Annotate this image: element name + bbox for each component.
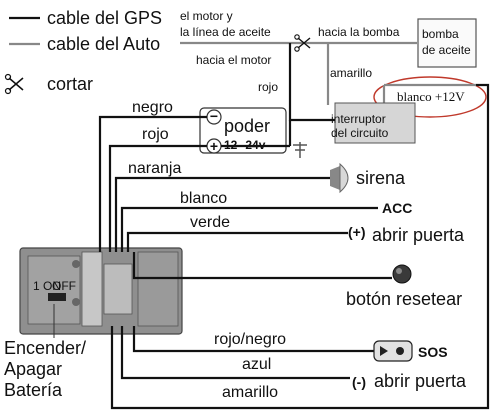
to-pump-label: hacia la bomba bbox=[318, 25, 400, 39]
open-door-minus-label: abrir puerta bbox=[374, 371, 467, 391]
motor-oil-label-1: el motor y bbox=[180, 9, 233, 23]
red-black-gps-wire bbox=[132, 326, 374, 353]
green-wire-label: verde bbox=[190, 214, 230, 231]
sos-arrow-icon bbox=[380, 346, 388, 356]
battery-label-1: Encender/ bbox=[4, 338, 86, 358]
to-motor-label: hacia el motor bbox=[196, 53, 271, 67]
black-wire-label: negro bbox=[132, 99, 173, 116]
oil-pump-box bbox=[417, 18, 477, 68]
oil-pump-label-1: bomba bbox=[422, 27, 459, 41]
yellow-wire-label: amarillo bbox=[222, 384, 278, 401]
orange-wire-label: naranja bbox=[128, 160, 181, 177]
siren-label: sirena bbox=[356, 168, 406, 188]
reset-button-icon[interactable] bbox=[392, 264, 412, 284]
oil-pump-label-2: de aceite bbox=[422, 43, 471, 57]
legend-auto-label: cable del Auto bbox=[47, 34, 160, 54]
scissors-icon bbox=[4, 73, 24, 95]
power-minus-sign: − bbox=[210, 108, 218, 124]
circuit-breaker-box bbox=[334, 102, 416, 144]
switch-on-label: 1 ON bbox=[33, 279, 61, 293]
breaker-label-2: del circuito bbox=[331, 126, 389, 140]
switch-off-label: OFF bbox=[52, 279, 76, 293]
breaker-label-1: interruptor bbox=[331, 112, 386, 126]
battery-label-2: Apagar bbox=[4, 359, 62, 379]
power-label: poder bbox=[224, 116, 270, 136]
orange-gps-wire bbox=[114, 176, 330, 252]
black-gps-wire bbox=[98, 115, 207, 252]
sos-dot-icon bbox=[396, 347, 404, 355]
power-block bbox=[199, 107, 287, 154]
yellow-gps-wire bbox=[110, 83, 490, 410]
blue-wire-label: azul bbox=[242, 356, 271, 373]
power-plus-sign: + bbox=[210, 138, 218, 154]
sos-button[interactable] bbox=[373, 340, 413, 362]
legend-gps-label: cable del GPS bbox=[47, 8, 162, 28]
white-wire-label: blanco bbox=[180, 190, 227, 207]
sos-label: SOS bbox=[418, 344, 448, 360]
red-wire-label: rojo bbox=[142, 126, 169, 143]
motor-oil-label-2: la línea de aceite bbox=[180, 25, 271, 39]
acc-label: ACC bbox=[382, 200, 412, 216]
white-gps-wire bbox=[120, 206, 378, 252]
white-12v-highlight bbox=[373, 76, 487, 118]
yellow-label: amarillo bbox=[330, 66, 372, 80]
reset-button-label: botón resetear bbox=[346, 289, 462, 309]
battery-switch[interactable] bbox=[48, 293, 66, 301]
blue-gps-wire bbox=[120, 326, 350, 380]
reset-gps-wire bbox=[132, 252, 392, 280]
siren-icon bbox=[330, 162, 349, 194]
reset-button-highlight bbox=[396, 268, 402, 274]
door-minus-sign: (-) bbox=[352, 374, 366, 390]
red-black-wire-label: rojo/negro bbox=[214, 331, 286, 348]
green-gps-wire bbox=[126, 231, 348, 252]
red-power-wire bbox=[108, 144, 207, 252]
battery-label-3: Batería bbox=[4, 380, 63, 400]
gps-unit bbox=[19, 247, 183, 335]
open-door-plus-label: abrir puerta bbox=[372, 225, 465, 245]
door-plus-sign: (+) bbox=[348, 224, 366, 240]
ground-icon bbox=[293, 142, 307, 158]
scissors-icon bbox=[294, 34, 311, 52]
legend-cut-label: cortar bbox=[47, 74, 93, 94]
red-label: rojo bbox=[258, 80, 278, 94]
white-12v-label: blanco +12V bbox=[397, 89, 465, 104]
